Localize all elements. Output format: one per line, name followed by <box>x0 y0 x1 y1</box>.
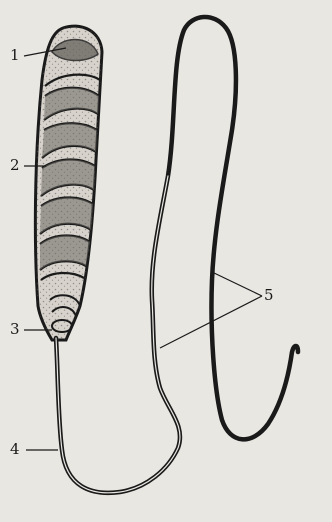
label-2: 2 <box>10 158 20 173</box>
label-5: 5 <box>264 288 274 303</box>
label-3: 3 <box>10 322 20 337</box>
label-1: 1 <box>10 48 20 63</box>
label-4: 4 <box>10 442 20 457</box>
